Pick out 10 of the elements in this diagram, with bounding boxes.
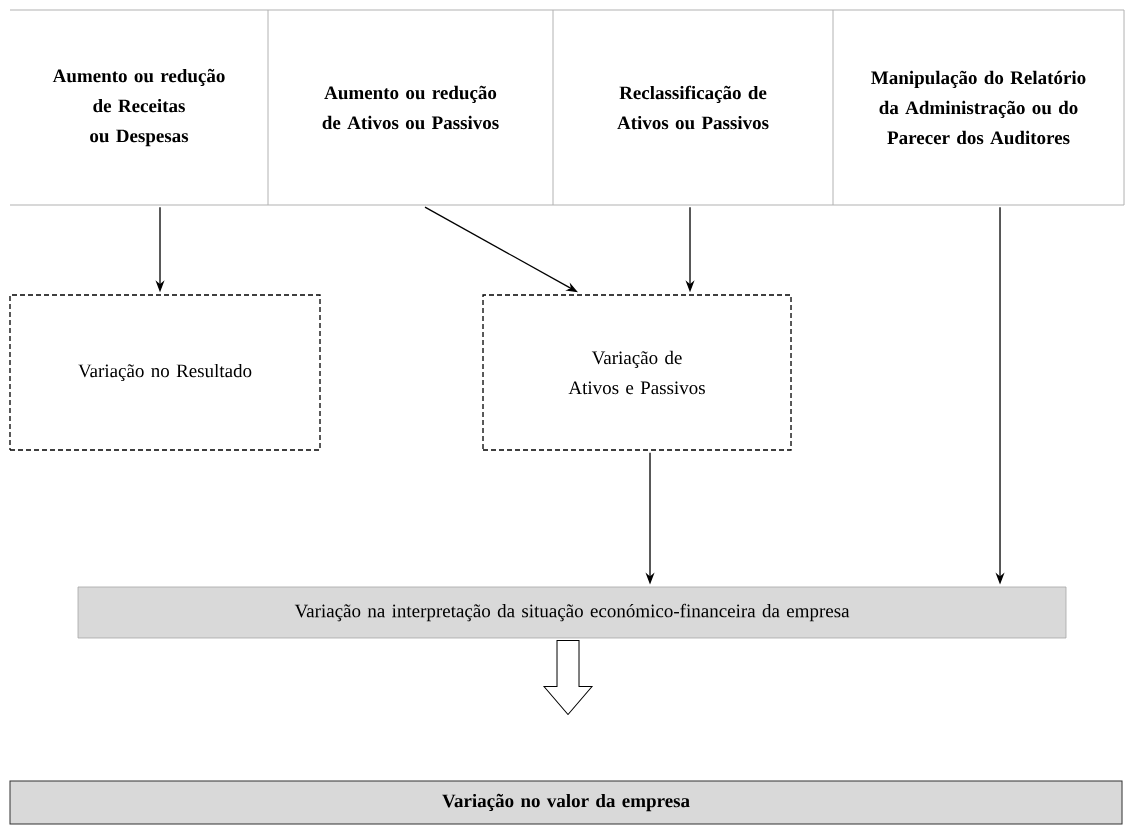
header-cell: Aumento ou redução de Receitas ou Despesas	[52, 68, 225, 147]
header-cell: Reclassificação de Ativos ou Passivos	[617, 85, 769, 130]
block-arrow	[543, 639, 593, 715]
result-band: Variação no valor da empresa	[9, 780, 1123, 825]
dashed-box: Variação de Ativos e Passivos	[482, 294, 792, 451]
dashed-box: Variação no Resultado	[9, 294, 321, 451]
process-band: Variação na interpretação da situação económico-financeira da empresa	[77, 586, 1067, 639]
header-cell: Manipulação do Relatório da Administração ou do Parecer dos Auditores	[871, 70, 1086, 145]
header-cell: Aumento ou redução de Ativos ou Passivos	[322, 85, 499, 130]
arrow	[424, 206, 578, 293]
